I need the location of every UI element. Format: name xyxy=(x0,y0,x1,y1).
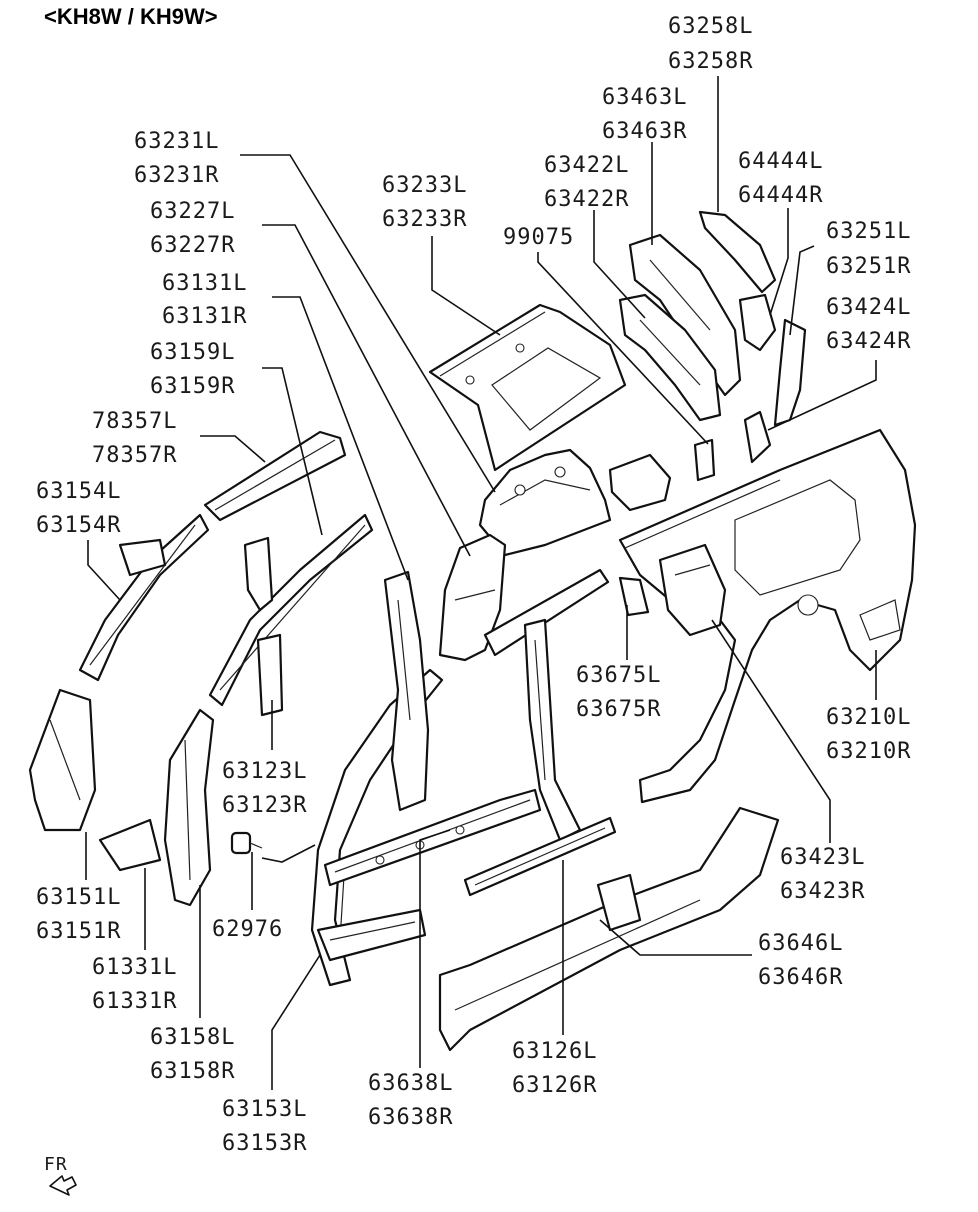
part-side-sill-lower xyxy=(463,816,617,897)
callout-63231-right: 63231R xyxy=(134,163,219,188)
callout-63233-left: 63233L xyxy=(382,173,467,198)
callout-99075: 99075 xyxy=(503,225,574,250)
callout-63154-left: 63154L xyxy=(36,479,121,504)
front-label: FR xyxy=(44,1154,68,1175)
part-pillar-inner-upper xyxy=(618,210,807,427)
leader-63638 xyxy=(419,829,451,1068)
callout-63231-left: 63231L xyxy=(134,129,219,154)
callout-63210-left: 63210L xyxy=(826,705,911,730)
callout-62976: 62976 xyxy=(212,917,283,942)
callout-63424-left: 63424L xyxy=(826,295,911,320)
part-front-pillar-inner-lower xyxy=(28,688,97,832)
leader-63251 xyxy=(789,245,815,336)
callout-63153-right: 63153R xyxy=(222,1131,307,1156)
callout-78357-right: 78357R xyxy=(92,443,177,468)
leader-63154 xyxy=(87,540,121,601)
part-front-pillar-inner xyxy=(98,708,215,907)
leader-63227 xyxy=(262,224,471,557)
callout-63158-left: 63158L xyxy=(150,1025,235,1050)
callout-63251-left: 63251L xyxy=(826,219,911,244)
part-body-side-outer xyxy=(618,428,917,804)
callout-63227-left: 63227L xyxy=(150,199,235,224)
front-arrow-icon xyxy=(49,1175,77,1196)
callout-63153-left: 63153L xyxy=(222,1097,307,1122)
part-small-brackets xyxy=(608,410,772,617)
leader-99075 xyxy=(537,252,709,445)
leader-64444 xyxy=(769,208,789,316)
leader-63131 xyxy=(272,296,409,581)
leader-62976-b xyxy=(261,844,316,863)
callout-63210-right: 63210R xyxy=(826,739,911,764)
part-side-sill-main xyxy=(323,788,542,887)
leader-lines xyxy=(85,76,877,1090)
leader-63424 xyxy=(767,360,877,431)
part-roof-rail-reinforcement xyxy=(203,430,347,522)
callout-63424-right: 63424R xyxy=(826,329,911,354)
callout-63159-left: 63159L xyxy=(150,340,235,365)
callout-63159-right: 63159R xyxy=(150,374,235,399)
callout-61331-right: 61331R xyxy=(92,989,177,1014)
callout-labels: 63258L 63258R 63463L 63463R 63422L 63422… xyxy=(36,14,911,1156)
part-roof-rail-inner xyxy=(428,303,627,472)
callout-63646-left: 63646L xyxy=(758,931,843,956)
part-roof-side-rail-front xyxy=(78,513,210,682)
leader-63153 xyxy=(271,954,321,1090)
callout-63126-right: 63126R xyxy=(512,1073,597,1098)
callout-63151-right: 63151R xyxy=(36,919,121,944)
part-pillar-mid-reinforcement xyxy=(243,536,284,717)
callout-63131-right: 63131R xyxy=(162,304,247,329)
callout-63422-left: 63422L xyxy=(544,153,629,178)
front-direction-marker: FR xyxy=(44,1154,77,1196)
callout-64444-right: 64444R xyxy=(738,183,823,208)
part-roof-side-rail-long xyxy=(208,513,374,707)
leader-78357 xyxy=(200,435,266,463)
part-shapes xyxy=(28,210,917,1052)
callout-63126-left: 63126L xyxy=(512,1039,597,1064)
callout-63646-right: 63646R xyxy=(758,965,843,990)
callout-63463-right: 63463R xyxy=(602,119,687,144)
callout-64444-left: 64444L xyxy=(738,149,823,174)
part-center-pillar-inner xyxy=(658,543,727,637)
leader-63231 xyxy=(240,154,496,493)
callout-63423-right: 63423R xyxy=(780,879,865,904)
part-side-sill-outer xyxy=(438,806,780,1052)
callout-63227-right: 63227R xyxy=(150,233,235,258)
callout-63251-right: 63251R xyxy=(826,254,911,279)
leader-63646 xyxy=(599,919,752,956)
callout-63158-right: 63158R xyxy=(150,1059,235,1084)
callout-63422-right: 63422R xyxy=(544,187,629,212)
diagram-title: <KH8W / KH9W> xyxy=(44,4,218,29)
callout-78357-left: 78357L xyxy=(92,409,177,434)
part-front-pillar-lower xyxy=(316,908,427,962)
callout-63123-left: 63123L xyxy=(222,759,307,784)
leader-63422 xyxy=(593,210,646,319)
callout-63123-right: 63123R xyxy=(222,793,307,818)
callout-63675-right: 63675R xyxy=(576,697,661,722)
part-front-pillar-upper xyxy=(383,570,430,812)
callout-63151-left: 63151L xyxy=(36,885,121,910)
part-wheelhouse-piece xyxy=(438,533,507,662)
callout-63423-left: 63423L xyxy=(780,845,865,870)
callout-63638-right: 63638R xyxy=(368,1105,453,1130)
callout-63675-left: 63675L xyxy=(576,663,661,688)
leader-63423 xyxy=(711,619,831,843)
callout-63638-left: 63638L xyxy=(368,1071,453,1096)
callout-63258-right: 63258R xyxy=(668,49,753,74)
callout-63463-left: 63463L xyxy=(602,85,687,110)
callout-63258-left: 63258L xyxy=(668,14,753,39)
part-center-pillar-outer xyxy=(483,568,610,842)
callout-63233-right: 63233R xyxy=(382,207,467,232)
leader-63159 xyxy=(262,367,323,536)
callout-63131-left: 63131L xyxy=(162,271,247,296)
callout-63154-right: 63154R xyxy=(36,513,121,538)
leader-63233 xyxy=(431,236,501,336)
callout-61331-left: 61331L xyxy=(92,955,177,980)
part-clip xyxy=(230,831,263,855)
